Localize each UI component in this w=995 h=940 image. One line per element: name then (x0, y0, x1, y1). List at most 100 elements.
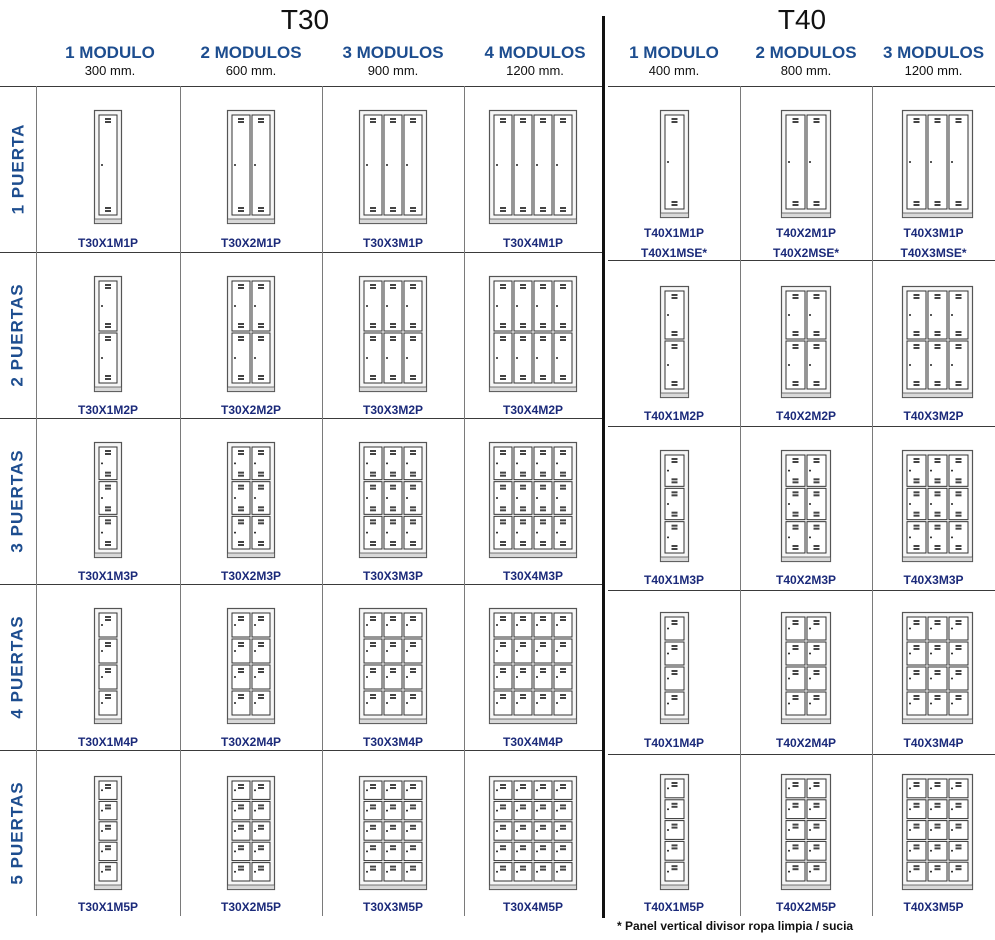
product-code: T30X1M1P (77, 236, 139, 250)
locker-illustration (780, 773, 832, 891)
product-code: T40X2M1P (775, 226, 837, 240)
t40-col-line (872, 86, 873, 916)
product-code: T30X2M1P (220, 236, 282, 250)
t30-col-line (322, 86, 323, 916)
t30-col-label: 1 MODULO (65, 43, 155, 62)
locker-illustration (901, 611, 973, 725)
product-code: T30X3M4P (362, 735, 424, 749)
locker-illustration (358, 607, 428, 725)
locker-illustration (780, 449, 832, 563)
t40-row-line (608, 86, 995, 87)
locker-illustration (488, 275, 578, 393)
locker-illustration (488, 607, 578, 725)
product-code: T40X1M1P (643, 226, 705, 240)
product-code: T30X2M5P (220, 900, 282, 914)
locker-illustration (226, 275, 276, 393)
t40-col-size: 400 mm. (648, 63, 700, 78)
t40-row-line (608, 260, 995, 261)
t40-col-header-1: 1 MODULO 400 mm. (608, 44, 740, 78)
row-label-text: 2 PUERTAS (8, 283, 27, 387)
locker-illustration (93, 275, 123, 393)
t30-col-line (36, 86, 37, 916)
product-code: T30X1M2P (77, 403, 139, 417)
product-code: T30X4M5P (502, 900, 564, 914)
t30-col-size: 900 mm. (367, 63, 419, 78)
locker-illustration (659, 285, 689, 399)
product-code: T40X3M5P (903, 900, 964, 914)
product-code: T40X2M5P (775, 900, 837, 914)
product-code: T40X3M3P (903, 573, 964, 587)
product-code: T40X2M2P (775, 409, 837, 423)
t30-col-size: 1200 mm. (506, 63, 564, 78)
product-code: T30X2M3P (220, 569, 282, 583)
t40-title: T40 (777, 4, 827, 35)
product-code-variant: T40X2MSE* (772, 246, 840, 260)
t30-row-line (0, 584, 602, 585)
row-label-text: 1 PUERTA (8, 123, 27, 215)
locker-illustration (93, 109, 123, 225)
t30-col-line (180, 86, 181, 916)
product-code: T30X1M5P (77, 900, 139, 914)
product-code: T30X3M1P (362, 236, 424, 250)
footnote: * Panel vertical divisor ropa limpia / s… (617, 919, 854, 933)
t40-col-label: 3 MODULOS (882, 43, 985, 62)
product-code-variant: T40X1MSE* (640, 246, 708, 260)
row-label-text: 4 PUERTAS (8, 615, 27, 719)
locker-illustration (226, 109, 276, 225)
product-code: T30X3M3P (362, 569, 424, 583)
row-label-text: 5 PUERTAS (8, 781, 27, 885)
series-divider (602, 16, 605, 918)
locker-illustration (901, 773, 973, 891)
t40-row-line (608, 754, 995, 755)
product-code: T30X3M5P (362, 900, 424, 914)
locker-illustration (358, 109, 428, 225)
t40-row-line (608, 426, 995, 427)
row-label-4-doors: 4 PUERTAS (0, 584, 36, 750)
locker-illustration (659, 611, 689, 725)
locker-illustration (780, 611, 832, 725)
row-label-5-doors: 5 PUERTAS (0, 750, 36, 916)
t30-col-label: 2 MODULOS (200, 43, 302, 62)
locker-illustration (659, 773, 689, 891)
t40-col-size: 1200 mm. (904, 63, 963, 78)
product-code: T40X3M2P (903, 409, 964, 423)
product-code: T40X3M4P (903, 736, 964, 750)
product-code: T40X1M3P (643, 573, 705, 587)
locker-illustration (358, 275, 428, 393)
t30-title: T30 (280, 4, 330, 35)
product-code: T40X1M5P (643, 900, 705, 914)
t40-col-header-3: 3 MODULOS 1200 mm. (872, 44, 995, 78)
t30-col-label: 3 MODULOS (342, 43, 444, 62)
t30-row-line (0, 750, 602, 751)
locker-illustration (780, 109, 832, 219)
t40-col-header-2: 2 MODULOS 800 mm. (740, 44, 872, 78)
t30-col-label: 4 MODULOS (484, 43, 586, 62)
product-code: T30X2M4P (220, 735, 282, 749)
locker-illustration (226, 775, 276, 891)
row-label-text: 3 PUERTAS (8, 449, 27, 553)
locker-illustration (659, 449, 689, 563)
product-code: T30X4M2P (502, 403, 564, 417)
locker-illustration (226, 441, 276, 559)
product-code: T40X3M1P (903, 226, 964, 240)
product-code: T40X1M2P (643, 409, 705, 423)
locker-illustration (226, 607, 276, 725)
locker-illustration (93, 775, 123, 891)
t30-row-line (0, 418, 602, 419)
row-label-1-door: 1 PUERTA (0, 86, 36, 252)
t30-col-size: 600 mm. (225, 63, 277, 78)
locker-illustration (901, 285, 973, 399)
product-code-variant: T40X3MSE* (900, 246, 967, 260)
t30-col-header-4: 4 MODULOS 1200 mm. (464, 44, 606, 78)
locker-illustration (901, 449, 973, 563)
product-code: T30X4M3P (502, 569, 564, 583)
t40-col-label: 1 MODULO (629, 43, 719, 62)
locker-illustration (659, 109, 689, 219)
product-code: T30X4M4P (502, 735, 564, 749)
t40-col-label: 2 MODULOS (755, 43, 857, 62)
locker-illustration (488, 441, 578, 559)
t30-col-header-2: 2 MODULOS 600 mm. (180, 44, 322, 78)
row-label-2-doors: 2 PUERTAS (0, 252, 36, 418)
t40-col-size: 800 mm. (780, 63, 832, 78)
t30-row-line (0, 252, 602, 253)
